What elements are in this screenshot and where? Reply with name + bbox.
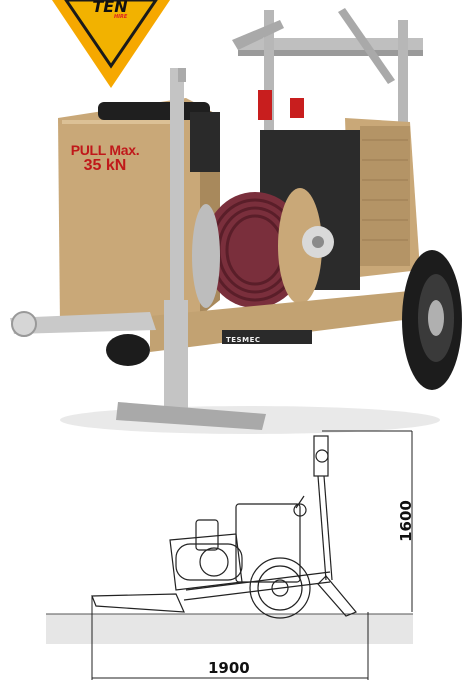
machine-outline — [91, 435, 357, 619]
pull-capacity-line2: 35 kN — [83, 157, 127, 174]
dimension-drawing — [46, 430, 413, 680]
wheel — [402, 250, 462, 390]
pull-capacity-label: PULL Max. 35 kN — [66, 142, 144, 174]
tow-arm — [10, 68, 266, 430]
length-dimension-line — [91, 596, 369, 680]
logo-subtext: HIRE — [114, 14, 128, 20]
brand-plate: TESMEC — [226, 336, 261, 344]
capstan-drum — [192, 188, 334, 308]
height-dimension-line — [322, 430, 413, 612]
logo-wordmark: TEN — [92, 0, 128, 16]
length-dimension-label: 1900 — [208, 659, 250, 677]
radiator — [345, 118, 420, 278]
ten-hire-logo — [52, 0, 170, 88]
guide-frame — [232, 8, 423, 170]
height-dimension-label: 1600 — [396, 500, 415, 542]
ground-band — [46, 614, 413, 644]
base-frame — [150, 290, 420, 352]
puller-machine-photo — [10, 0, 462, 434]
pull-capacity-line1: PULL Max. — [70, 142, 140, 158]
